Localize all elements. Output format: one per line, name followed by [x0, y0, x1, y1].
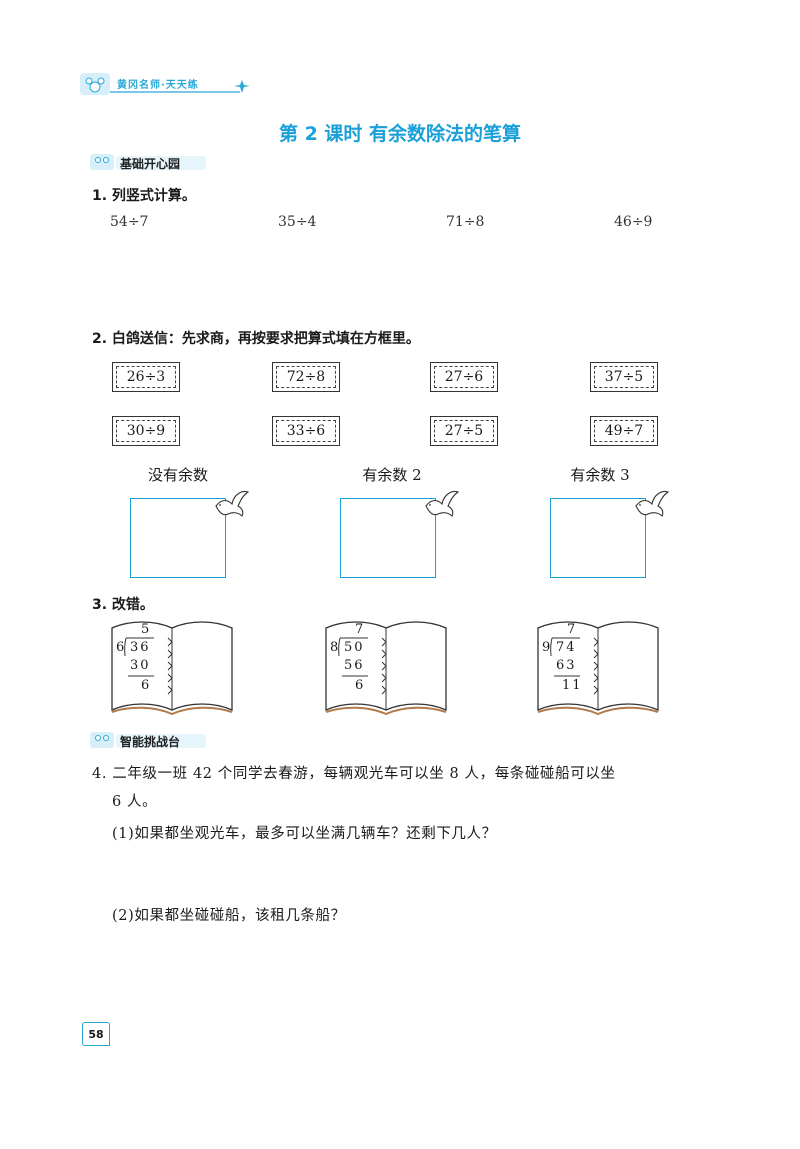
lesson-title: 第 2 课时 有余数除法的笔算: [278, 123, 522, 145]
division-card: 26÷3: [112, 362, 180, 392]
expression: 54÷7: [110, 214, 149, 230]
dove-icon: [215, 490, 250, 517]
expression: 46÷9: [614, 214, 653, 230]
q2-title: 2. 白鸽送信：先求商，再按要求把算式填在方框里。: [92, 331, 420, 347]
divisor: 8: [330, 640, 339, 655]
quotient: 5: [141, 622, 150, 637]
box-label: 有余数 3: [570, 466, 630, 484]
section-label: 智能挑战台: [120, 735, 181, 749]
notebook: 7 8 50 56 6: [322, 618, 450, 716]
section-challenge: 智能挑战台: [90, 730, 220, 750]
quotient: 7: [355, 622, 364, 637]
divisor: 6: [116, 640, 125, 655]
answer-box[interactable]: [340, 498, 436, 578]
product: 30: [130, 658, 151, 673]
q4-text: 6 人。: [112, 794, 158, 810]
division-card: 27÷6: [430, 362, 498, 392]
remainder: 6: [141, 678, 150, 693]
division-card: 72÷8: [272, 362, 340, 392]
brand-text: 黄冈名师·天天练: [117, 80, 199, 91]
dove-icon: [425, 490, 460, 517]
bear-icon: [90, 732, 206, 748]
answer-box[interactable]: [130, 498, 226, 578]
section-basic: 基础开心园: [90, 152, 220, 172]
q1-title: 1. 列竖式计算。: [92, 188, 196, 204]
bear-icon: [90, 154, 206, 170]
page-number: 58: [82, 1022, 110, 1046]
division-card: 30÷9: [112, 416, 180, 446]
divisor: 9: [542, 640, 551, 655]
section-label: 基础开心园: [120, 157, 181, 171]
dividend: 74: [556, 640, 577, 655]
open-book-icon: [325, 621, 447, 716]
expression: 71÷8: [446, 214, 485, 230]
brand-logo: [80, 73, 250, 95]
division-card: 27÷5: [430, 416, 498, 446]
quotient: 7: [567, 622, 576, 637]
q3-title: 3. 改错。: [92, 597, 154, 613]
open-book-icon: [111, 621, 233, 716]
dividend: 50: [344, 640, 365, 655]
q4-sub-question: (1)如果都坐观光车，最多可以坐满几辆车？还剩下几人？: [112, 826, 497, 842]
box-label: 没有余数: [147, 466, 208, 484]
division-card: 37÷5: [590, 362, 658, 392]
notebook: 5 6 36 30 6: [108, 618, 236, 716]
remainder: 6: [355, 678, 364, 693]
product: 56: [344, 658, 365, 673]
dove-icon: [635, 490, 670, 517]
division-card: 33÷6: [272, 416, 340, 446]
notebook: 7 9 74 63 11: [534, 618, 662, 716]
q4-text: 4. 二年级一班 42 个同学去春游，每辆观光车可以坐 8 人，每条碰碰船可以坐: [92, 766, 616, 782]
remainder: 11: [562, 678, 583, 693]
answer-box[interactable]: [550, 498, 646, 578]
box-label: 有余数 2: [362, 466, 422, 484]
q4-sub-question: (2)如果都坐碰碰船，该租几条船？: [112, 908, 346, 924]
division-card: 49÷7: [590, 416, 658, 446]
expression: 35÷4: [278, 214, 317, 230]
open-book-icon: [537, 621, 659, 716]
dividend: 36: [130, 640, 151, 655]
product: 63: [556, 658, 577, 673]
